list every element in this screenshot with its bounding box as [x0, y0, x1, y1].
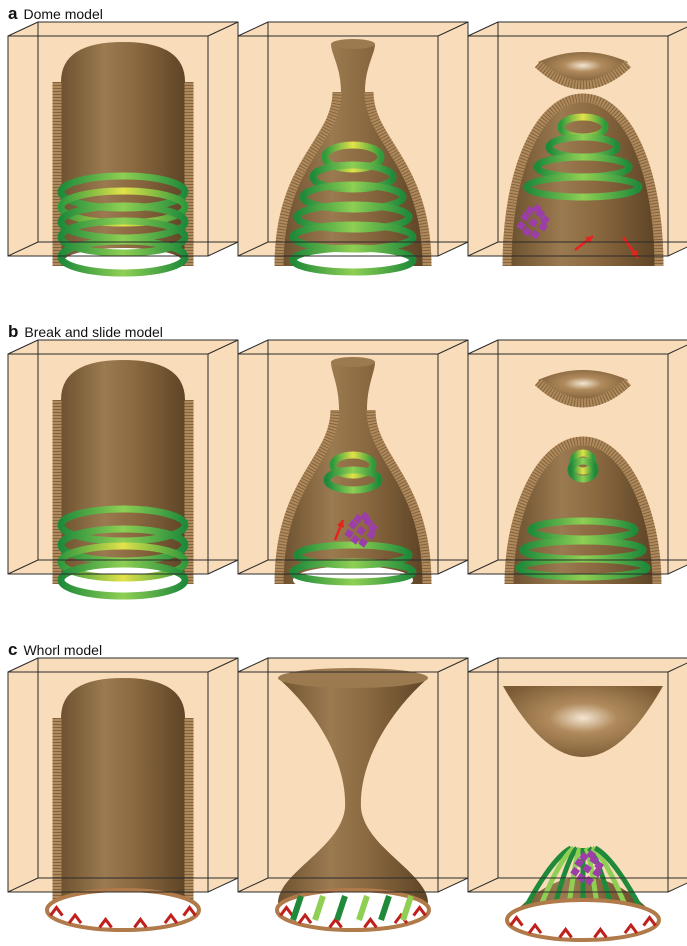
panel-a-stage-2	[238, 22, 468, 276]
panel-c-stage-2	[238, 658, 468, 930]
basal-ring	[507, 900, 659, 940]
panel-b-stage-2	[238, 340, 468, 594]
panel-b-stage-1	[8, 340, 238, 596]
hourglass-top-opening	[278, 668, 428, 688]
neck-top-opening	[331, 357, 375, 367]
basal-ring	[47, 890, 199, 930]
membrane-tube	[61, 678, 185, 902]
panel-c-stage-1	[8, 658, 238, 930]
neck-top-opening	[331, 39, 375, 49]
panel-b-stage-3	[468, 340, 687, 584]
panel-a-stage-3	[468, 22, 687, 266]
panel-c-stage-3	[468, 658, 687, 940]
panel-a-stage-1	[8, 22, 238, 276]
